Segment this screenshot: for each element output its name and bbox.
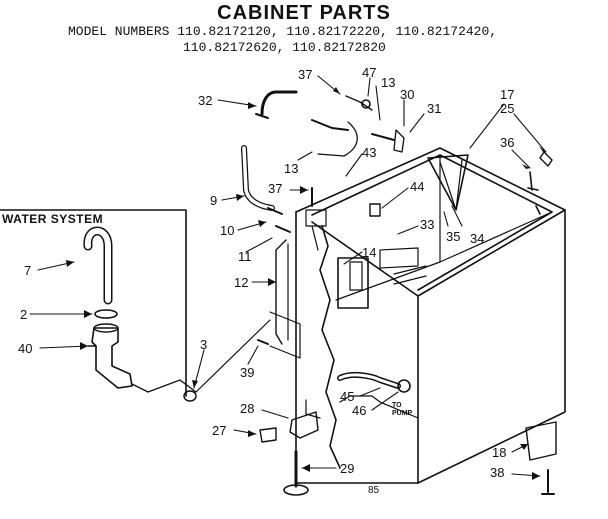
callout-46: 46	[352, 403, 367, 418]
cabinet-top-edge	[295, 147, 566, 213]
callout-38: 38	[490, 465, 505, 480]
callout-30: 30	[400, 87, 415, 102]
callout-47: 47	[362, 65, 377, 80]
callout-27: 27	[212, 423, 227, 438]
bracket-28	[289, 411, 319, 439]
callout-31: 31	[427, 101, 442, 116]
callout-32: 32	[198, 93, 213, 108]
inner-bracket	[337, 257, 369, 309]
hose-32	[260, 90, 298, 116]
callout-3: 3	[200, 337, 208, 352]
callout-43: 43	[362, 145, 377, 160]
bracket-18	[525, 421, 557, 461]
callout-13: 13	[381, 75, 396, 90]
valve-40	[91, 327, 133, 389]
callout-11: 11	[238, 249, 252, 264]
cabinet-front-panel	[295, 211, 419, 484]
callout-9: 9	[210, 193, 218, 208]
callout-17: 17	[500, 87, 515, 102]
callout-33: 33	[420, 217, 435, 232]
model-numbers-line-1: MODEL NUMBERS 110.82172120, 110.82172220…	[68, 24, 498, 39]
callout-29: 29	[340, 461, 355, 476]
callout-10: 10	[220, 223, 235, 238]
callout-14: 14	[362, 245, 377, 260]
model-numbers-line-2: 110.82172620, 110.82172820	[183, 40, 386, 55]
clip-27	[259, 427, 277, 443]
cabinet-inner-rim	[311, 154, 553, 291]
cabinet-side-panel	[417, 209, 566, 484]
to-pump-label: TO PUMP	[392, 402, 413, 417]
page-title: CABINET PARTS	[217, 2, 391, 24]
callout-37: 37	[298, 67, 313, 82]
callout-39: 39	[240, 365, 255, 380]
callout-2: 2	[20, 307, 28, 322]
callout-35: 35	[446, 229, 461, 244]
callout-12: 12	[234, 275, 249, 290]
callout-13-lower: 13	[284, 161, 299, 176]
water-system-label: WATER SYSTEM	[2, 212, 104, 226]
cabinet-inner-back	[335, 154, 553, 301]
page-code: 85	[368, 485, 380, 496]
callout-37-lower: 37	[268, 181, 283, 196]
callout-45: 45	[340, 389, 355, 404]
rod-12	[275, 239, 287, 345]
top-brace	[427, 154, 469, 211]
callout-28: 28	[240, 401, 255, 416]
callout-44: 44	[410, 179, 425, 194]
callout-7: 7	[24, 263, 32, 278]
hose-9	[241, 145, 275, 211]
ring-2	[94, 309, 118, 319]
callout-34: 34	[470, 231, 485, 246]
water-system-inset-frame	[0, 209, 187, 397]
callout-25: 25	[500, 101, 515, 116]
callout-40: 40	[18, 341, 33, 356]
callout-18: 18	[492, 445, 507, 460]
cabinet-cutaway-edge	[319, 225, 341, 469]
callout-36: 36	[500, 135, 515, 150]
